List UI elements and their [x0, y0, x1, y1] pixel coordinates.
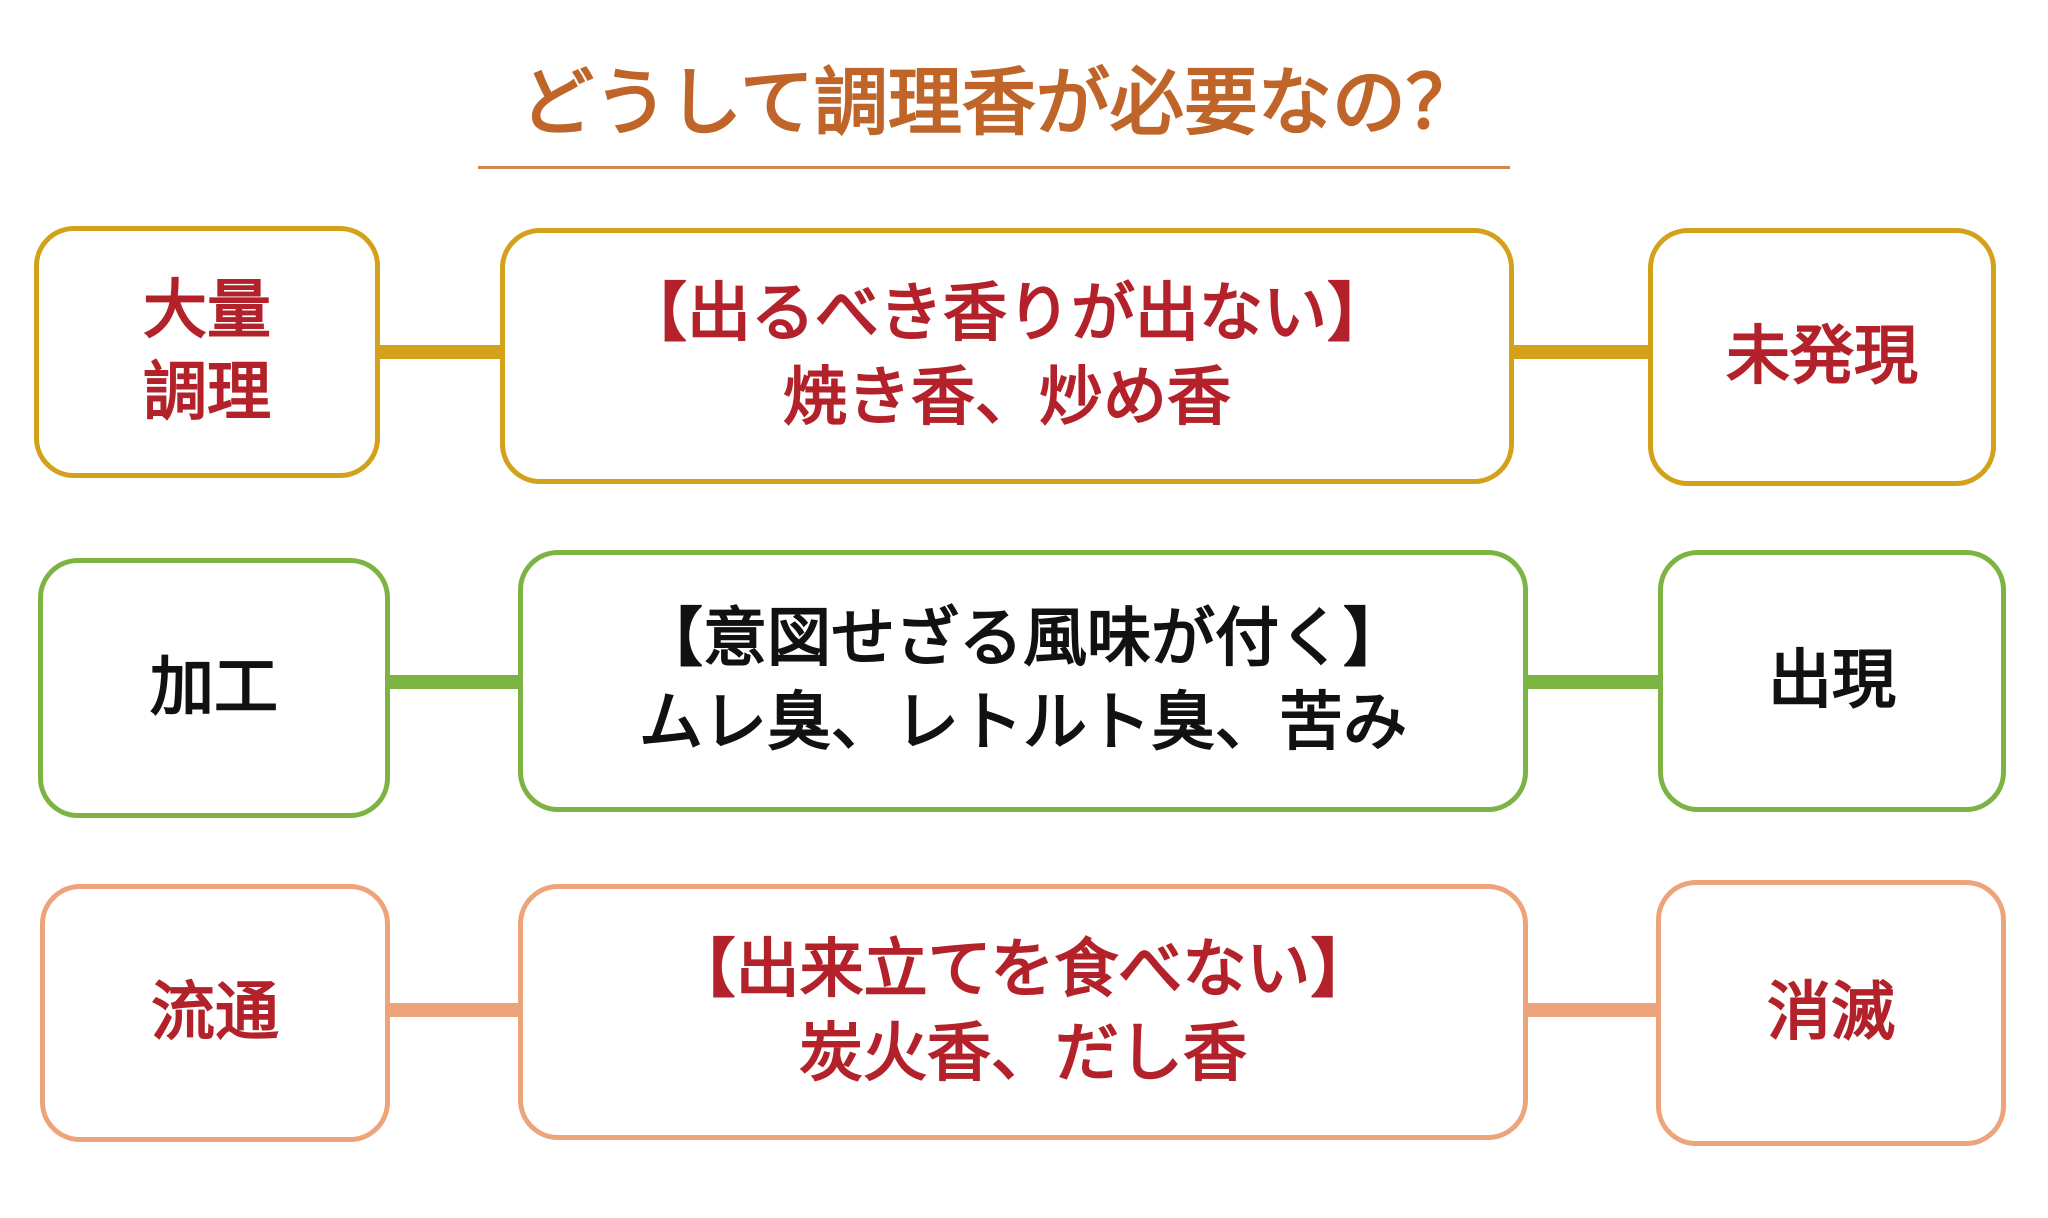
row2-result-label: 出現: [1768, 644, 1896, 718]
row1-result-label: 未発現: [1726, 320, 1918, 394]
row1-left-connector: [376, 345, 502, 359]
row1-cause-box: 大量 調理: [34, 226, 380, 478]
row1-problem-examples: 焼き香、炒め香: [783, 361, 1231, 435]
row1-right-connector: [1510, 345, 1652, 359]
row2-left-connector: [386, 675, 522, 689]
row1-problem-heading: 【出るべき香りが出ない】: [623, 277, 1391, 351]
row2-problem-box: 【意図せざる風味が付く】 ムレ臭、レトルト臭、苦み: [518, 550, 1528, 812]
row3-cause-box: 流通: [40, 884, 390, 1142]
row2-problem-examples: ムレ臭、レトルト臭、苦み: [639, 686, 1407, 760]
row3-problem-box: 【出来立てを食べない】 炭火香、だし香: [518, 884, 1528, 1140]
row2-result-box: 出現: [1658, 550, 2006, 812]
row3-cause-line-1: 流通: [151, 976, 279, 1050]
row3-result-label: 消滅: [1767, 976, 1895, 1050]
row1-cause-line-2: 調理: [143, 356, 271, 430]
row1-result-box: 未発現: [1648, 228, 1996, 486]
row2-cause-box: 加工: [38, 558, 390, 818]
row2-problem-heading: 【意図せざる風味が付く】: [639, 602, 1407, 676]
page-title: どうして調理香が必要なの？: [520, 60, 1480, 146]
row3-left-connector: [386, 1003, 522, 1017]
title-underline: [478, 166, 1510, 169]
row3-result-box: 消滅: [1656, 880, 2006, 1146]
row1-cause-line-1: 大量: [143, 274, 271, 348]
row2-cause-line-1: 加工: [150, 651, 278, 725]
row3-problem-examples: 炭火香、だし香: [799, 1017, 1247, 1091]
row1-problem-box: 【出るべき香りが出ない】 焼き香、炒め香: [500, 228, 1514, 484]
row3-problem-heading: 【出来立てを食べない】: [671, 933, 1375, 1007]
row3-right-connector: [1524, 1003, 1664, 1017]
row2-right-connector: [1524, 675, 1664, 689]
